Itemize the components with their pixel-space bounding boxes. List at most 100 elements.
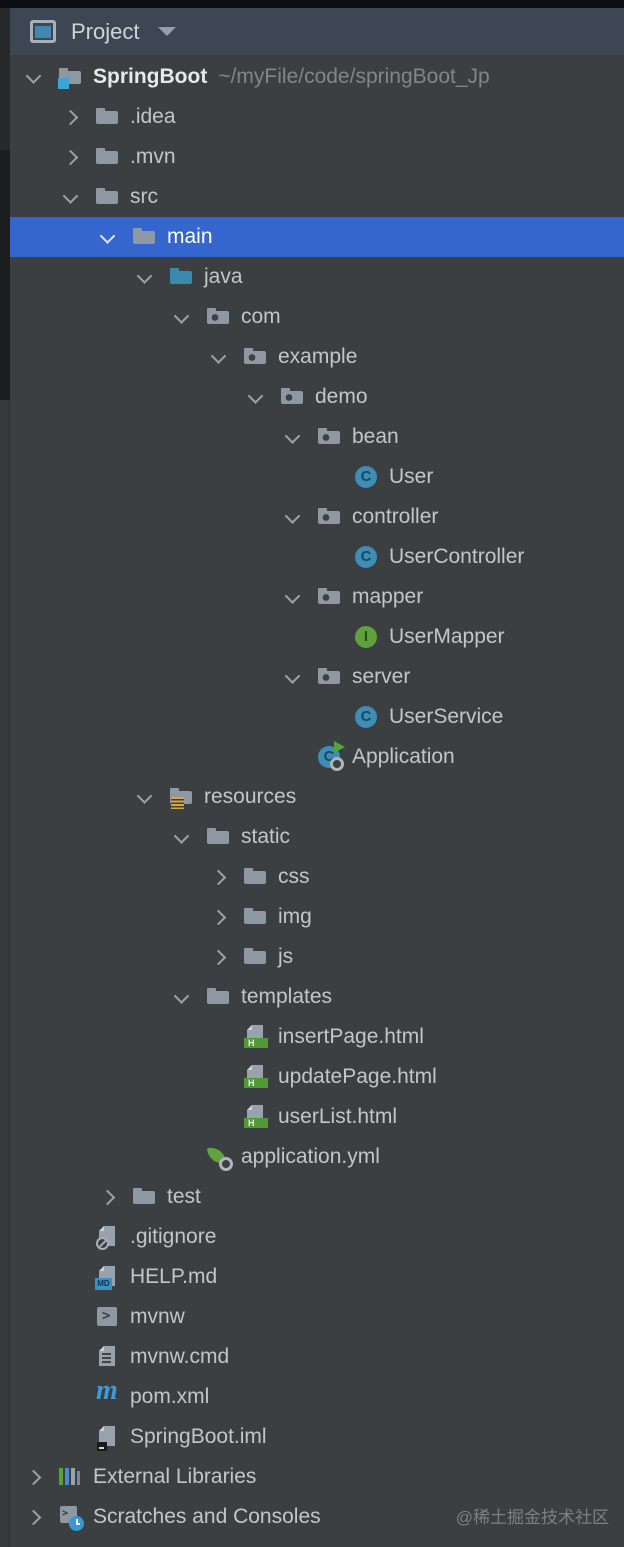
chevron-down-icon[interactable] <box>158 27 177 36</box>
tree-row-usercontroller[interactable]: UserController <box>10 537 624 577</box>
html-icon <box>243 1024 269 1050</box>
chevron-down-icon[interactable] <box>247 377 280 417</box>
tree-row-mapper[interactable]: mapper <box>10 577 624 617</box>
folder-icon <box>132 224 158 250</box>
tree-item-label: External Libraries <box>93 1465 257 1488</box>
tree-row-pom-xml[interactable]: pom.xml <box>10 1376 624 1417</box>
tree-row-static[interactable]: static <box>10 817 624 857</box>
interface-icon <box>354 624 380 650</box>
tree-item-label: userList.html <box>278 1105 398 1128</box>
tree-row-resources[interactable]: resources <box>10 777 624 817</box>
tree-row-springboot-iml[interactable]: SpringBoot.iml <box>10 1417 624 1457</box>
tree-row-bean[interactable]: bean <box>10 417 624 457</box>
tree-row-application-yml[interactable]: application.yml <box>10 1137 624 1177</box>
tree-item-label: test <box>167 1185 201 1208</box>
chevron-down-icon[interactable] <box>284 577 317 617</box>
package-icon <box>280 384 306 410</box>
chevron-down-icon[interactable] <box>173 817 206 857</box>
chevron-slot <box>321 617 354 657</box>
watermark-text: @稀土掘金技术社区 <box>455 1508 609 1527</box>
tree-row-usermapper[interactable]: UserMapper <box>10 617 624 657</box>
folder-icon <box>243 944 269 970</box>
tree-item-label: Scratches and Consoles <box>93 1505 321 1528</box>
chevron-right-icon[interactable] <box>99 1177 132 1217</box>
folder-icon <box>243 864 269 890</box>
tree-row-css[interactable]: css <box>10 857 624 897</box>
chevron-down-icon[interactable] <box>136 777 169 817</box>
tree-row-idea[interactable]: .idea <box>10 97 624 137</box>
file-text-icon <box>95 1344 121 1370</box>
chevron-down-icon[interactable] <box>210 337 243 377</box>
chevron-right-icon[interactable] <box>210 937 243 977</box>
folder-icon <box>206 984 232 1010</box>
chevron-down-icon[interactable] <box>284 417 317 457</box>
tree-row-demo[interactable]: demo <box>10 377 624 417</box>
chevron-right-icon[interactable] <box>25 1497 58 1537</box>
tree-row-scratches-and-consoles[interactable]: Scratches and Consoles <box>10 1497 624 1537</box>
tree-item-path: ~/myFile/code/springBoot_Jp <box>218 65 490 88</box>
tree-item-label: HELP.md <box>130 1265 218 1288</box>
tree-row-test[interactable]: test <box>10 1177 624 1217</box>
tree-row-example[interactable]: example <box>10 337 624 377</box>
tree-item-label: bean <box>352 425 399 448</box>
scratches-icon <box>58 1504 84 1531</box>
tree-item-label: src <box>130 185 158 208</box>
tree-item-label: mapper <box>352 585 424 608</box>
project-view-selector[interactable]: Project <box>10 8 624 55</box>
chevron-slot <box>62 1297 95 1337</box>
tree-row-external-libraries[interactable]: External Libraries <box>10 1457 624 1497</box>
tree-row-mvnw-cmd[interactable]: mvnw.cmd <box>10 1337 624 1377</box>
left-tool-stripe-dark <box>0 150 10 400</box>
tree-row-java[interactable]: java <box>10 257 624 297</box>
chevron-slot <box>173 1137 206 1177</box>
chevron-right-icon[interactable] <box>25 1457 58 1497</box>
class-icon <box>354 464 380 490</box>
tree-row-application[interactable]: Application <box>10 737 624 777</box>
chevron-down-icon[interactable] <box>99 217 132 257</box>
tree-row-updatepage-html[interactable]: updatePage.html <box>10 1057 624 1097</box>
file-md-icon <box>95 1264 121 1290</box>
package-icon <box>317 424 343 450</box>
chevron-down-icon[interactable] <box>136 257 169 297</box>
chevron-down-icon[interactable] <box>25 57 58 97</box>
tree-row-mvnw[interactable]: mvnw <box>10 1297 624 1337</box>
package-icon <box>206 304 232 330</box>
tree-item-label: SpringBoot <box>93 65 208 88</box>
tree-row-user[interactable]: User <box>10 457 624 497</box>
tree-item-label: templates <box>241 985 333 1008</box>
html-icon <box>243 1064 269 1090</box>
chevron-down-icon[interactable] <box>62 177 95 217</box>
folder-icon <box>95 144 121 170</box>
tree-row-main[interactable]: main <box>10 217 624 257</box>
chevron-right-icon[interactable] <box>210 857 243 897</box>
libraries-icon <box>58 1464 84 1490</box>
chevron-slot <box>62 1377 95 1417</box>
tree-row-img[interactable]: img <box>10 897 624 937</box>
tree-row-help-md[interactable]: HELP.md <box>10 1257 624 1297</box>
tree-row-mvn[interactable]: .mvn <box>10 137 624 177</box>
folder-icon <box>206 824 232 850</box>
tree-row-gitignore[interactable]: .gitignore <box>10 1217 624 1257</box>
tree-row-userlist-html[interactable]: userList.html <box>10 1097 624 1137</box>
tree-row-userservice[interactable]: UserService <box>10 697 624 737</box>
tree-row-server[interactable]: server <box>10 657 624 697</box>
tree-item-label: UserMapper <box>389 625 505 648</box>
chevron-right-icon[interactable] <box>62 97 95 137</box>
package-icon <box>317 664 343 690</box>
chevron-down-icon[interactable] <box>173 977 206 1017</box>
chevron-down-icon[interactable] <box>173 297 206 337</box>
project-tool-window-icon <box>30 20 56 43</box>
tree-row-controller[interactable]: controller <box>10 497 624 537</box>
tree-row-src[interactable]: src <box>10 177 624 217</box>
chevron-down-icon[interactable] <box>284 497 317 537</box>
tree-row-springboot[interactable]: SpringBoot ~/myFile/code/springBoot_Jp <box>10 57 624 97</box>
tree-row-insertpage-html[interactable]: insertPage.html <box>10 1017 624 1057</box>
chevron-right-icon[interactable] <box>62 137 95 177</box>
maven-icon <box>95 1376 121 1410</box>
tree-row-js[interactable]: js <box>10 937 624 977</box>
chevron-down-icon[interactable] <box>284 657 317 697</box>
tree-item-label: UserService <box>389 705 504 728</box>
tree-row-templates[interactable]: templates <box>10 977 624 1017</box>
tree-row-com[interactable]: com <box>10 297 624 337</box>
chevron-right-icon[interactable] <box>210 897 243 937</box>
